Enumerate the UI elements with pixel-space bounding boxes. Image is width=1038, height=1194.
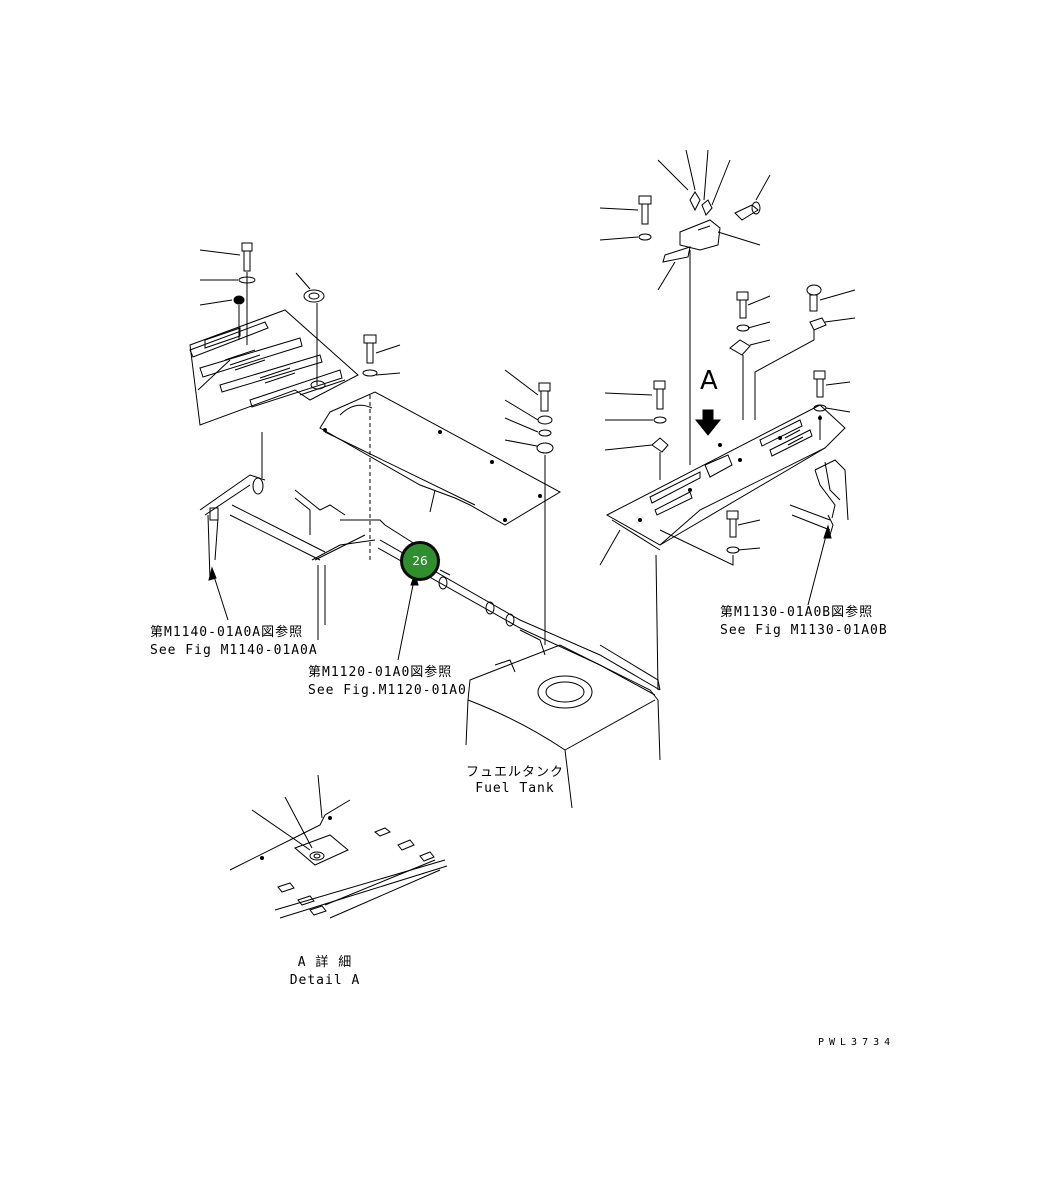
part-callout-26[interactable]: 26 <box>400 541 440 581</box>
right-floor-plate <box>599 404 846 566</box>
fuel-tank-en: Fuel Tank <box>475 781 555 796</box>
detail-a-en: Detail A <box>289 973 361 988</box>
right-plate-bolts <box>604 284 856 566</box>
plate-bolt-stack <box>504 369 554 645</box>
fuel-tank <box>465 644 661 809</box>
fuel-tank-jp: フュエルタンク <box>465 765 564 780</box>
ref-right-jp: 第M1130-01A0B図参照 <box>720 605 874 620</box>
bracket-assembly <box>599 149 771 465</box>
drawing-code: PWL3734 <box>818 1037 896 1048</box>
center-bolt <box>362 334 401 560</box>
ref-center-jp: 第M1120-01A0図参照 <box>308 665 453 680</box>
right-rail <box>789 459 849 536</box>
ref-left-en: See Fig M1140-01A0A <box>150 643 318 658</box>
center-cover-plate <box>319 391 562 526</box>
detail-a-jp: A 詳 細 <box>297 955 353 970</box>
left-nut <box>295 272 325 385</box>
detail-a-view <box>229 774 448 919</box>
ref-center-en: See Fig.M1120-01A0 <box>308 683 467 698</box>
left-bolt-stack <box>197 242 256 391</box>
left-floor-plate <box>189 309 359 426</box>
view-marker-label: A <box>700 366 719 396</box>
reference-arrows <box>208 524 832 661</box>
view-arrow-a <box>694 409 722 436</box>
ref-right-en: See Fig M1130-01A0B <box>720 623 888 638</box>
callout-number: 26 <box>412 554 428 568</box>
ref-left-jp: 第M1140-01A0A図参照 <box>150 625 304 640</box>
